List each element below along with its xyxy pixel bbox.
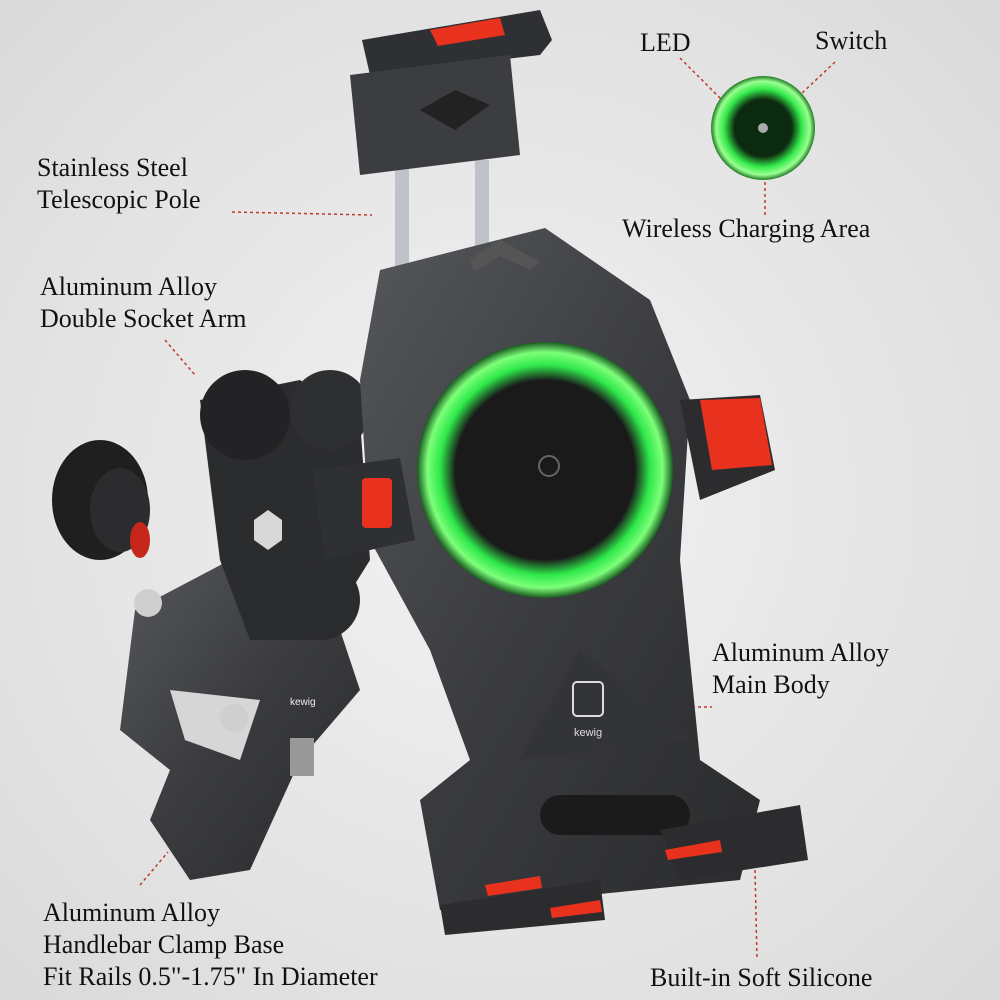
label-clamp-line3: Fit Rails 0.5"-1.75" In Diameter [43,962,378,991]
label-arm-line1: Aluminum Alloy [40,272,217,301]
wireless-charging-ring [417,342,673,598]
label-main-body: Aluminum Alloy Main Body [712,637,889,701]
label-body-line2: Main Body [712,670,830,699]
label-pole-line1: Stainless Steel [37,153,188,182]
main-body: kewig [360,228,760,910]
label-arm-line2: Double Socket Arm [40,304,247,333]
side-grips [312,395,775,560]
knob [52,440,150,560]
label-silicone: Built-in Soft Silicone [650,963,873,992]
pole-left [395,160,409,270]
label-clamp-line1: Aluminum Alloy [43,898,220,927]
label-led: LED [640,28,691,57]
pole-right [475,160,489,260]
label-pole-line2: Telescopic Pole [37,185,201,214]
top-clamp [350,10,552,175]
power-switch-icon [538,455,560,477]
bottom-feet [440,805,808,935]
label-pole: Stainless Steel Telescopic Pole [37,152,201,216]
label-clamp-line2: Handlebar Clamp Base [43,930,285,959]
label-wireless-charging: Wireless Charging Area [622,214,871,243]
label-body-line1: Aluminum Alloy [712,638,889,667]
socket-arm [200,370,370,640]
label-socket-arm: Aluminum Alloy Double Socket Arm [40,271,247,335]
body-logo-text: kewig [574,727,602,739]
label-switch: Switch [815,26,888,55]
body-logo-mark [572,681,604,717]
clamp-logo: kewig [290,697,316,708]
label-clamp-base: Aluminum Alloy Handlebar Clamp Base Fit … [43,897,378,993]
led-inset [711,76,815,180]
